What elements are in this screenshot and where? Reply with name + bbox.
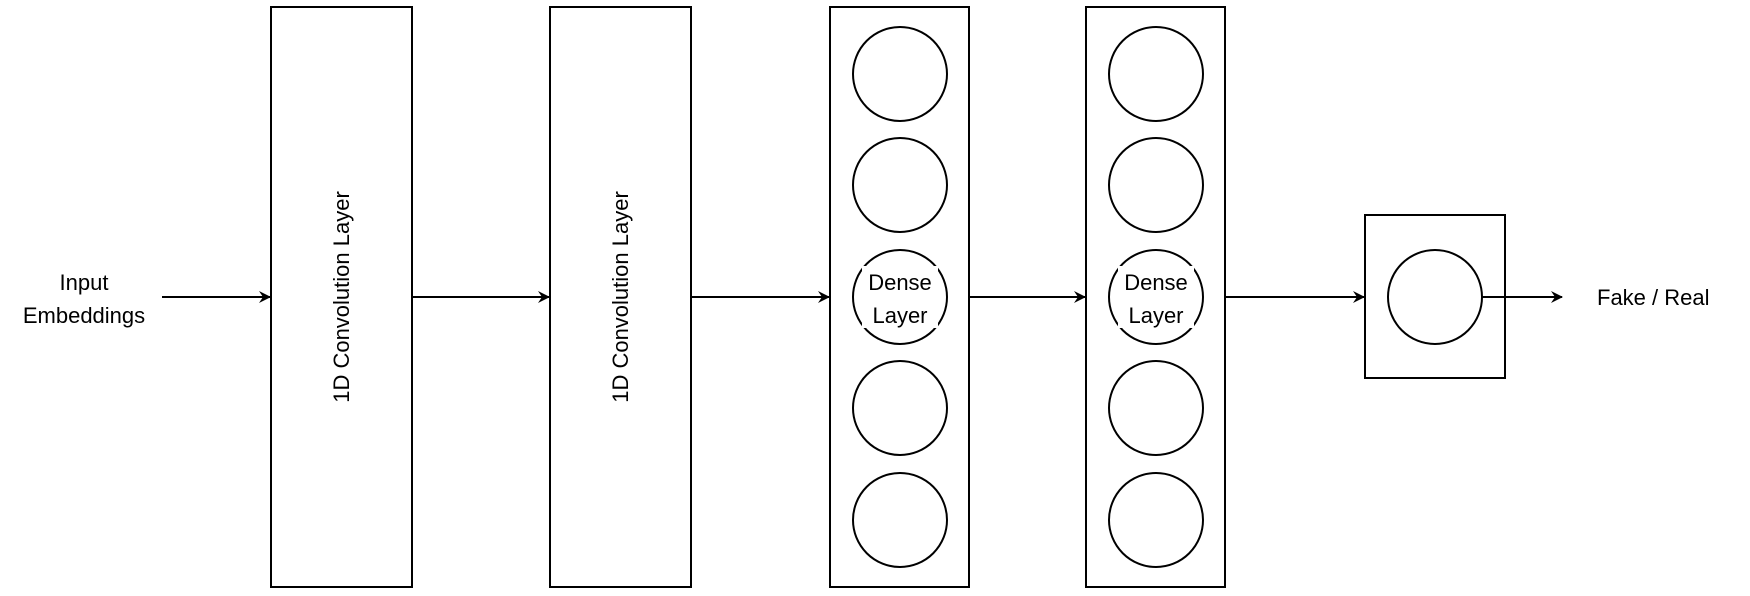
dense-layer-2-neurons <box>1108 26 1204 568</box>
neuron <box>1108 26 1204 122</box>
neuron <box>852 137 948 233</box>
dense-layer-2-label-line1: Dense <box>1124 270 1188 295</box>
dense-layer-1-label-line1: Dense <box>868 270 932 295</box>
neuron <box>1108 360 1204 456</box>
neuron <box>852 26 948 122</box>
neuron <box>1108 137 1204 233</box>
neuron <box>1108 249 1204 345</box>
neuron <box>852 249 948 345</box>
dense-layer-1-neurons <box>852 26 948 568</box>
output-label: Fake / Real <box>1597 285 1710 310</box>
input-label-line2: Embeddings <box>23 303 145 328</box>
conv-layer-1-label: 1D Convolution Layer <box>329 191 354 403</box>
neuron <box>852 360 948 456</box>
conv-layer-2-label: 1D Convolution Layer <box>608 191 633 403</box>
input-label-line1: Input <box>60 270 109 295</box>
conv-layer-1 <box>270 6 413 588</box>
neuron <box>1108 472 1204 568</box>
dense-layer-1-label-line2: Layer <box>872 303 927 328</box>
dense-layer-2-label-line2: Layer <box>1128 303 1183 328</box>
neuron <box>852 472 948 568</box>
conv-layer-2 <box>549 6 692 588</box>
